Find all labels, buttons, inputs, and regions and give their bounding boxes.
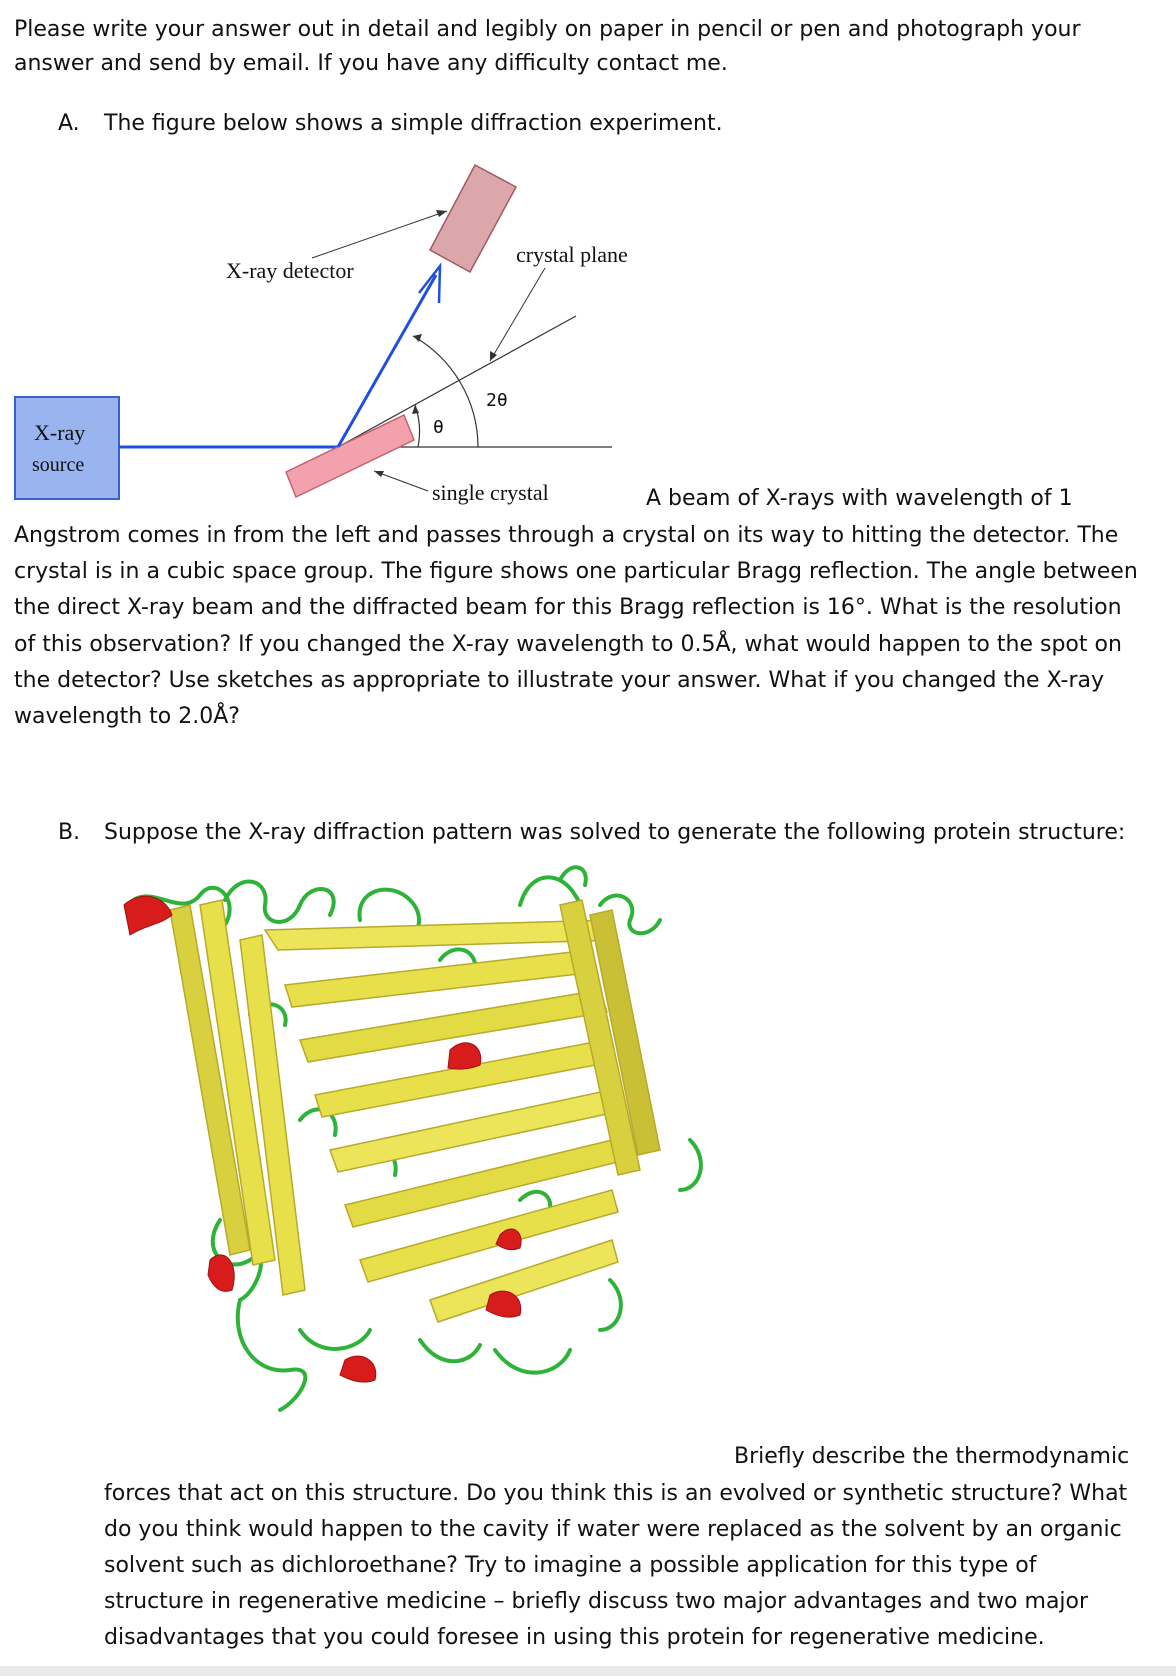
detector-leader-arrow — [436, 210, 447, 217]
protein-helices — [123, 895, 522, 1383]
single-crystal — [285, 413, 415, 499]
section-b-para-line-3: do you think would happen to the cavity … — [104, 1517, 1122, 1542]
single-crystal-leader — [373, 470, 429, 492]
diffracted-beam — [336, 274, 438, 448]
single-crystal-label: single crystal — [432, 480, 549, 505]
protein-beta-strands — [169, 899, 661, 1323]
section-b-para-line-2: forces that act on this structure. Do yo… — [104, 1481, 1128, 1506]
section-a-para-line-7: wavelength to 2.0Å? — [14, 704, 240, 729]
section-b-label: B. — [58, 820, 81, 845]
diffracted-beam-arrowhead — [418, 262, 442, 304]
two-theta-arc-arrow — [413, 334, 422, 342]
xray-source-label-2: source — [32, 454, 85, 476]
section-a-para-line-3: crystal is in a cubic space group. The f… — [14, 559, 1138, 584]
intro-line-1: Please write your answer out in detail a… — [14, 17, 1081, 42]
xray-detector-label: X-ray detector — [226, 258, 354, 283]
section-a-para-line-5: of this observation? If you changed the … — [14, 632, 1122, 657]
crystal-plane-leader-arrow — [490, 351, 497, 361]
section-a-para-line-6: the detector? Use sketches as appropriat… — [14, 668, 1105, 693]
detector-leader — [311, 210, 448, 259]
crystal-plane-label: crystal plane — [516, 242, 628, 267]
diffraction-diagram — [14, 163, 612, 500]
section-a-para-line-1: A beam of X-rays with wavelength of 1 — [646, 486, 1073, 511]
page-bottom-strip — [0, 1666, 1176, 1676]
section-b-para-line-1: Briefly describe the thermodynamic — [734, 1444, 1130, 1469]
theta-arc-arrow — [412, 405, 419, 414]
section-b-para-line-4: solvent such as dichloroethane? Try to i… — [104, 1553, 1037, 1578]
section-b-heading: Suppose the X-ray diffraction pattern wa… — [104, 820, 1126, 845]
section-a-heading: The figure below shows a simple diffract… — [104, 111, 723, 136]
section-b-para-line-5: structure in regenerative medicine – bri… — [104, 1589, 1089, 1614]
section-a-label: A. — [58, 111, 80, 136]
single-crystal-leader-arrow — [374, 471, 384, 477]
intro-line-2: answer and send by email. If you have an… — [14, 51, 728, 76]
section-b-para-line-6: disadvantages that you could foresee in … — [104, 1625, 1045, 1650]
xray-source-box — [14, 396, 120, 500]
two-theta-label: 2θ — [486, 390, 508, 411]
theta-label: θ — [433, 417, 444, 438]
section-a-para-line-2: Angstrom comes in from the left and pass… — [14, 523, 1119, 548]
section-a-para-line-4: the direct X-ray beam and the diffracted… — [14, 595, 1122, 620]
xray-source-label-1: X-ray — [34, 420, 86, 445]
crystal-plane-leader — [489, 267, 546, 362]
xray-detector — [428, 163, 518, 274]
two-theta-arc — [412, 335, 479, 448]
crystal-plane-line — [337, 315, 577, 448]
